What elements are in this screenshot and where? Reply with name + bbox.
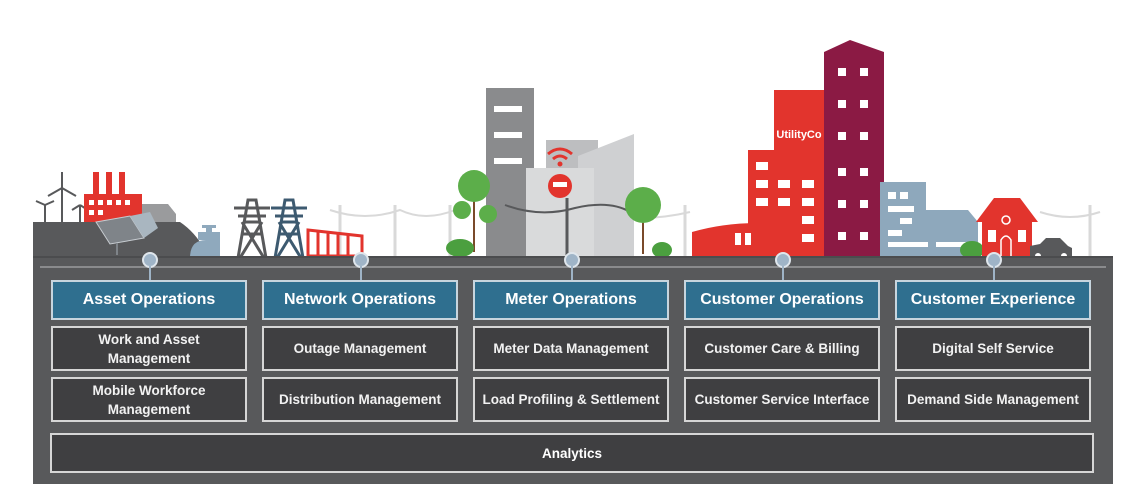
column-network-operations: Network Operations Outage Management Dis… bbox=[262, 280, 458, 422]
capability-box: Work and Asset Management bbox=[51, 326, 247, 371]
connector-stem bbox=[149, 266, 151, 280]
bush-icon bbox=[960, 241, 984, 259]
house-icon bbox=[976, 198, 1038, 258]
capability-box: Demand Side Management bbox=[895, 377, 1091, 422]
power-pylon-icon bbox=[234, 198, 307, 259]
wifi-icon bbox=[547, 147, 573, 161]
tree-icon bbox=[625, 187, 672, 258]
capability-box: Mobile Workforce Management bbox=[51, 377, 247, 422]
city-illustration: UtilityCo bbox=[33, 40, 1101, 259]
capability-box: Distribution Management bbox=[262, 377, 458, 422]
column-meter-operations: Meter Operations Meter Data Management L… bbox=[473, 280, 669, 422]
connector-stem bbox=[782, 266, 784, 280]
capability-box: Meter Data Management bbox=[473, 326, 669, 371]
capability-box: Customer Care & Billing bbox=[684, 326, 880, 371]
smart-meter-icon bbox=[548, 174, 572, 258]
column-header: Customer Operations bbox=[684, 280, 880, 320]
connector-stem bbox=[571, 266, 573, 280]
meter-building bbox=[526, 134, 634, 258]
capability-box: Load Profiling & Settlement bbox=[473, 377, 669, 422]
column-header: Customer Experience bbox=[895, 280, 1091, 320]
solar-panel-icon bbox=[95, 212, 158, 255]
column-header: Network Operations bbox=[262, 280, 458, 320]
substation-icon bbox=[306, 228, 364, 258]
tree-icon bbox=[446, 170, 497, 257]
analytics-bar: Analytics bbox=[50, 433, 1094, 473]
column-customer-operations: Customer Operations Customer Care & Bill… bbox=[684, 280, 880, 422]
wind-turbine-icon bbox=[35, 172, 89, 222]
column-customer-experience: Customer Experience Digital Self Service… bbox=[895, 280, 1091, 422]
capability-box: Digital Self Service bbox=[895, 326, 1091, 371]
connector-stem bbox=[360, 266, 362, 280]
cable bbox=[504, 203, 631, 214]
capability-box: Customer Service Interface bbox=[684, 377, 880, 422]
water-tap-icon bbox=[190, 225, 220, 258]
wifi-dot bbox=[557, 161, 563, 167]
column-asset-operations: Asset Operations Work and Asset Manageme… bbox=[51, 280, 247, 422]
column-header: Asset Operations bbox=[51, 280, 247, 320]
capability-box: Outage Management bbox=[262, 326, 458, 371]
company-sign: UtilityCo bbox=[776, 129, 822, 141]
connector-stem bbox=[993, 266, 995, 280]
utility-headquarters: UtilityCo bbox=[692, 40, 884, 258]
column-header: Meter Operations bbox=[473, 280, 669, 320]
factory-icon bbox=[84, 172, 142, 222]
